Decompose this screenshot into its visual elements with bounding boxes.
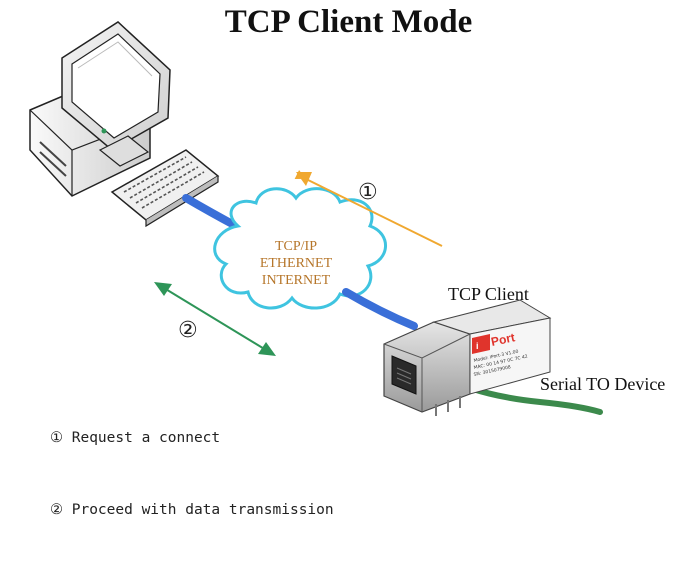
legend: ① Request a connect ② Proceed with data … [50, 378, 334, 570]
diagram-stage: TCP Client Mode [29, 4, 666, 518]
data-transmission-arrow [154, 282, 276, 356]
ethernet-cable-device [342, 288, 418, 330]
device-brand: Port [490, 330, 516, 349]
diagram-canvas: i Port Model: iPort-3 V1.00 MAC: 00 14 9… [29, 21, 603, 416]
request-arrow [294, 169, 443, 247]
cloud-label-line-2: ETHERNET [259, 256, 333, 271]
legend-item-transmission: ② Proceed with data transmission [50, 502, 334, 518]
cloud-label-line-1: TCP/IP [274, 239, 317, 254]
computer-icon [29, 21, 220, 228]
ethernet-cable-pc [182, 194, 240, 230]
diagram-title: TCP Client Mode [224, 4, 473, 40]
serial-device-label: Serial TO Device [540, 374, 666, 394]
step-two-marker: ② [178, 318, 198, 343]
tcp-client-label: TCP Client [448, 284, 529, 304]
cloud-label: TCP/IP ETHERNET INTERNET [222, 238, 370, 289]
legend-item-request: ① Request a connect [50, 430, 221, 446]
iport-device-icon: i Port Model: iPort-3 V1.00 MAC: 00 14 9… [383, 299, 603, 416]
svg-text:i: i [476, 341, 479, 351]
serial-cable [467, 385, 603, 415]
cloud-label-line-3: INTERNET [261, 273, 331, 288]
network-cloud-icon [213, 187, 387, 310]
request-arrowhead [296, 172, 312, 186]
step-one-marker: ① [358, 180, 378, 205]
